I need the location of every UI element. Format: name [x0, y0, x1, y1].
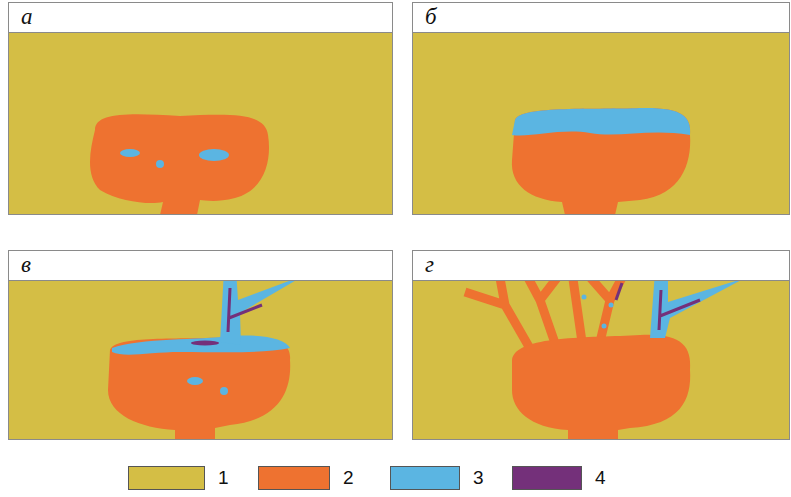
- inclusion: [187, 377, 203, 385]
- legend-swatch: [258, 466, 330, 490]
- legend-swatch: [512, 466, 582, 490]
- inclusion: [156, 160, 164, 168]
- inclusion: [582, 295, 587, 300]
- cap-layer: [112, 336, 290, 355]
- inclusion: [220, 387, 228, 395]
- panel-letter: а: [21, 4, 33, 30]
- panel-header: в: [9, 251, 392, 281]
- intrusion: [512, 335, 690, 440]
- panel-header: г: [413, 251, 789, 281]
- lens: [191, 341, 219, 346]
- dike: [650, 272, 745, 338]
- vein: [659, 290, 700, 330]
- panel-letter: г: [425, 252, 434, 278]
- panel-header: а: [9, 3, 392, 33]
- legend-label: 1: [218, 467, 229, 489]
- intrusion: [512, 108, 690, 215]
- vein: [616, 283, 622, 300]
- panel: а: [8, 2, 393, 215]
- legend-swatch: [128, 466, 205, 490]
- panel: в: [8, 250, 393, 440]
- legend-label: 4: [595, 467, 606, 489]
- cap-layer: [512, 108, 690, 136]
- host-rock: [8, 32, 393, 215]
- intrusion: [90, 114, 269, 215]
- vein: [228, 288, 262, 332]
- panel: г: [412, 250, 790, 440]
- panel-header: б: [413, 3, 789, 33]
- host-rock: [8, 280, 393, 440]
- dike: [220, 270, 305, 345]
- panel: б: [412, 2, 790, 215]
- host-rock: [412, 32, 790, 215]
- legend-label: 2: [343, 467, 354, 489]
- host-rock: [412, 280, 790, 440]
- inclusion: [120, 149, 140, 157]
- inclusion: [199, 149, 229, 161]
- inclusion: [602, 324, 607, 329]
- inclusion: [609, 303, 614, 308]
- panel-letter: в: [21, 252, 31, 278]
- legend-swatch: [390, 466, 460, 490]
- panel-letter: б: [425, 4, 437, 30]
- legend-label: 3: [473, 467, 484, 489]
